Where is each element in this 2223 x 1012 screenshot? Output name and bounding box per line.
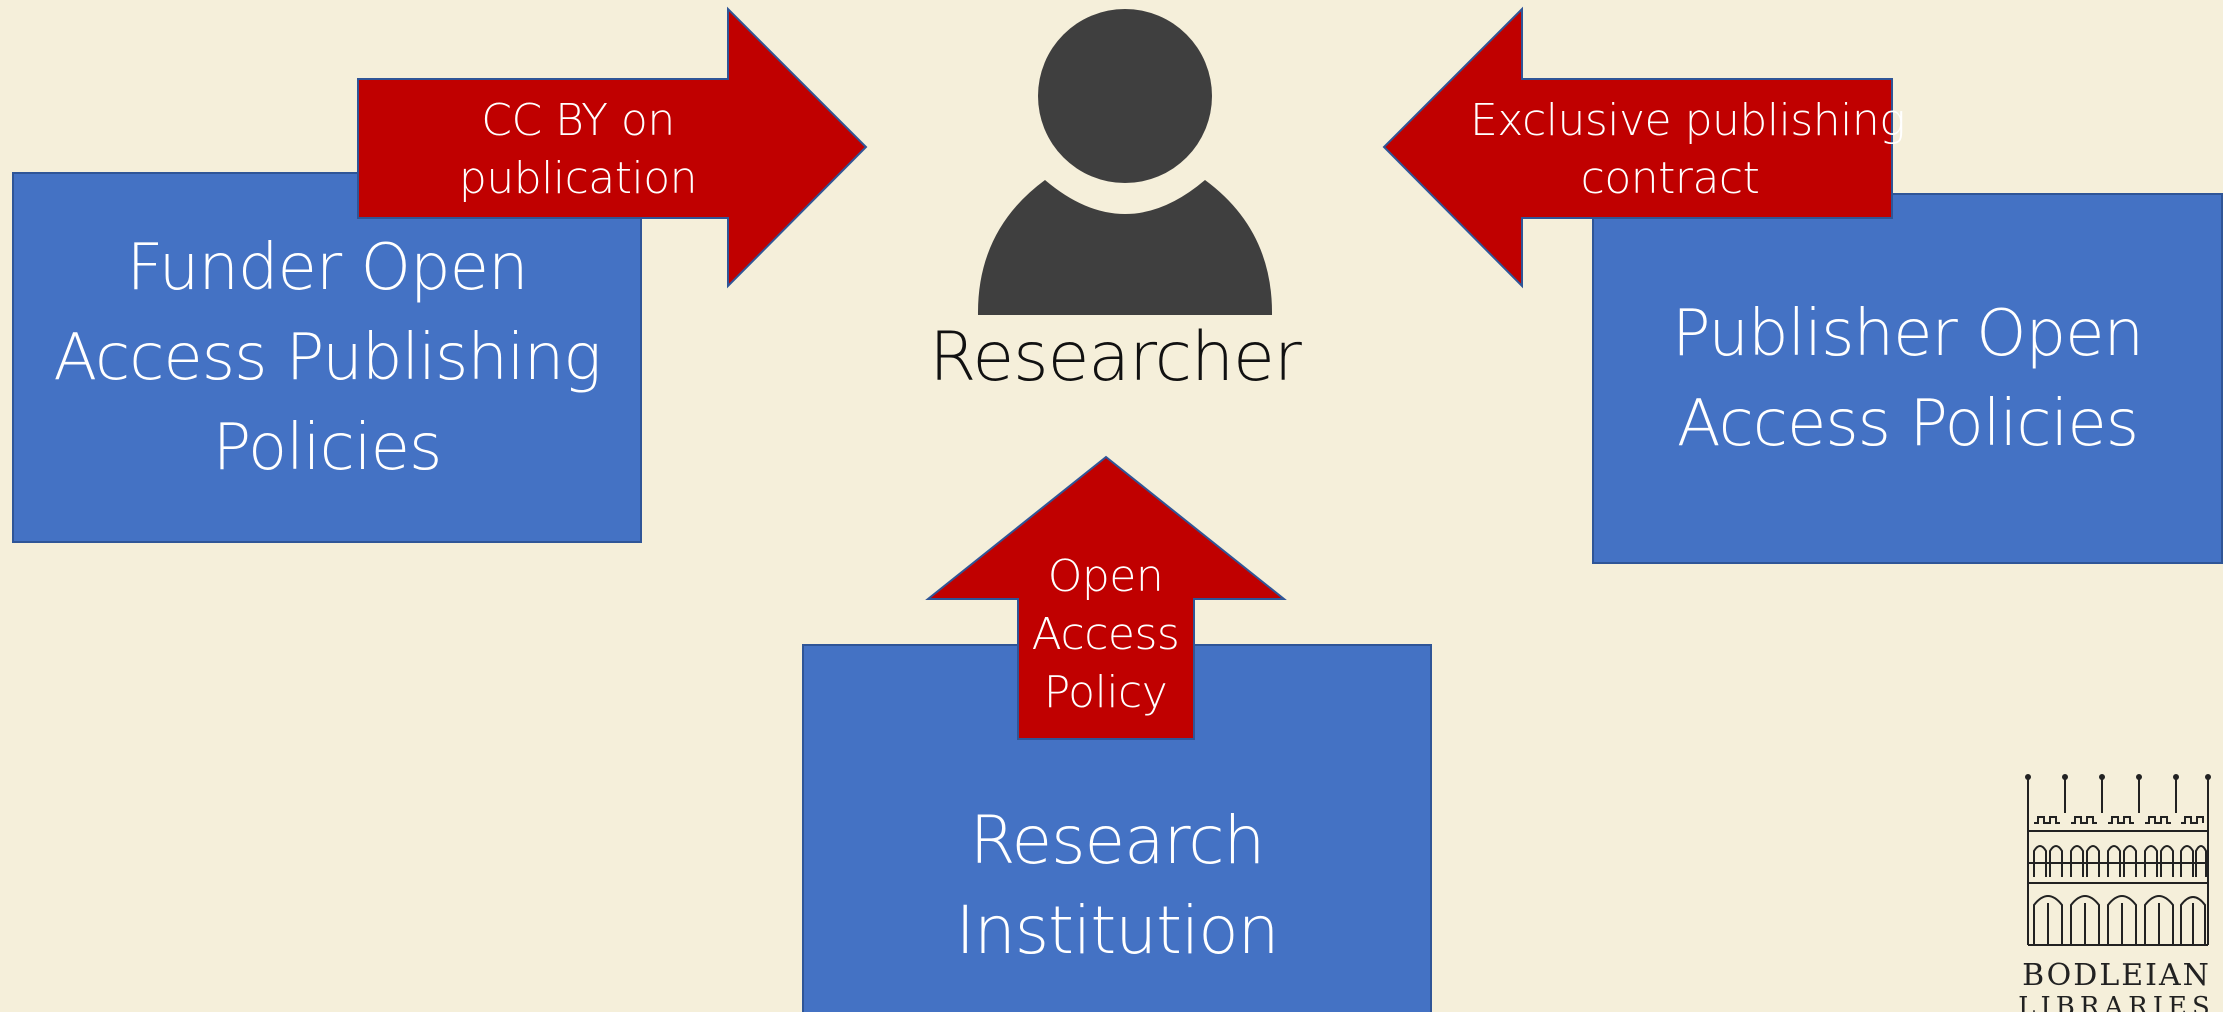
logo-text-bodleian: BODLEIAN	[2022, 958, 2211, 993]
institution-arrow	[925, 455, 1287, 740]
bodleian-logo: BODLEIAN LIBRARIES	[2010, 770, 2223, 1012]
researcher-label: Researcher	[929, 318, 1302, 397]
logo-text-libraries: LIBRARIES	[2018, 992, 2215, 1012]
funder-policies-box: Funder Open Access Publishing Policies	[12, 172, 642, 543]
funder-box-line: Policies	[212, 410, 443, 485]
institution-box-label: Research Institution	[955, 802, 1279, 969]
publisher-policies-box: Publisher Open Access Policies	[1592, 193, 2223, 564]
funder-box-line: Funder Open	[126, 230, 528, 305]
funder-box-line: Access Publishing	[53, 320, 601, 395]
person-icon	[977, 9, 1273, 315]
funder-arrow-label: CC BY on publication	[458, 95, 698, 204]
institution-arrow-label: Open Access Policy	[1031, 551, 1180, 718]
publisher-box-line: Publisher Open	[1671, 296, 2144, 371]
bodleian-building-icon	[2025, 774, 2211, 946]
publisher-arrow	[1382, 6, 1893, 289]
funder-arrow	[357, 6, 868, 289]
publisher-box-line: Access Policies	[1676, 386, 2139, 461]
publisher-arrow-label: Exclusive publishing contract	[1470, 95, 1906, 204]
